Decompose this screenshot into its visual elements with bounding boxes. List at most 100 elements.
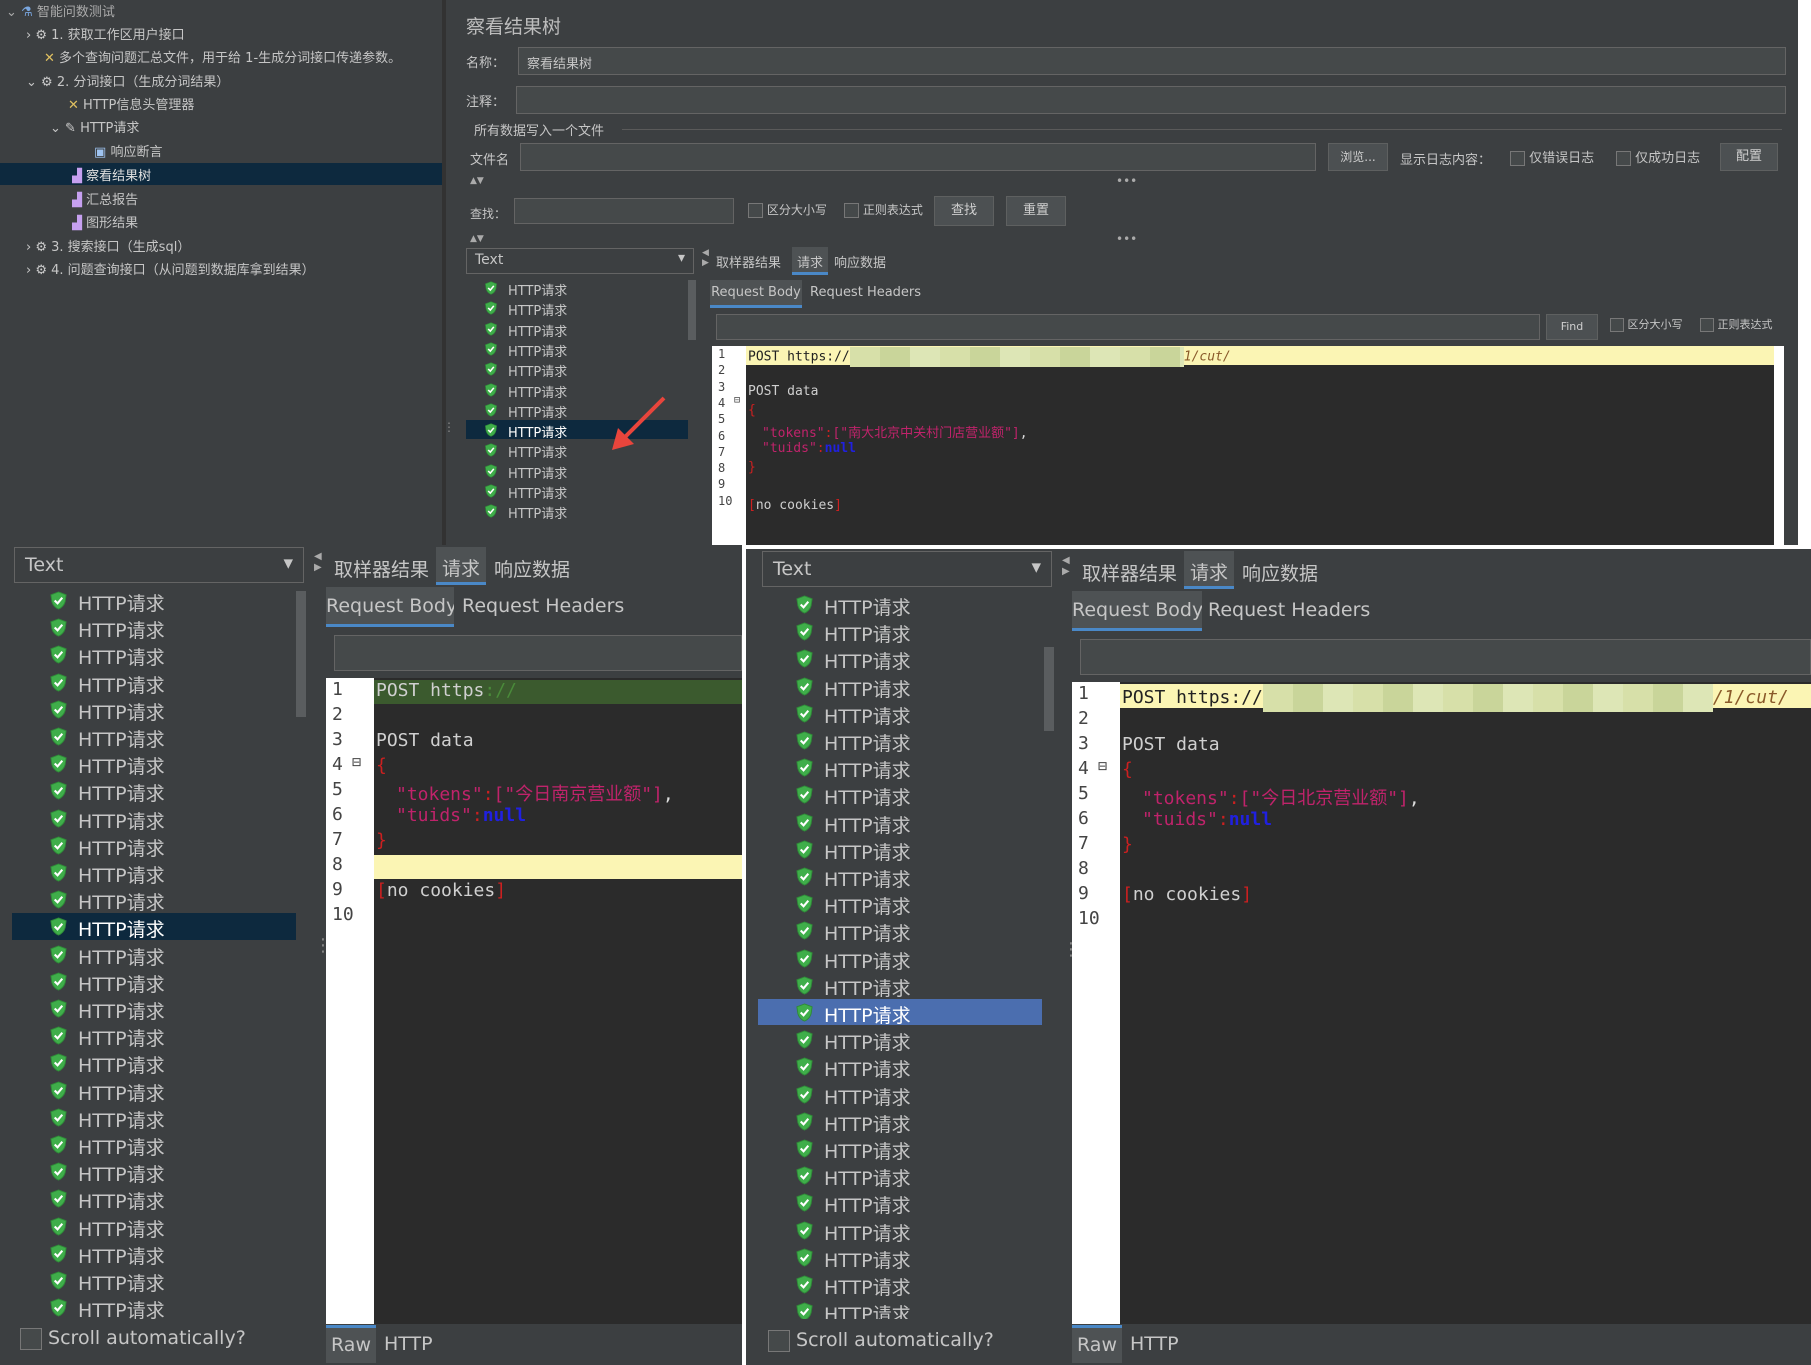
drag-handle-icon[interactable]: ⋮ xyxy=(443,420,455,434)
body-case-checkbox[interactable]: 区分大小写 xyxy=(1610,316,1683,332)
list-item[interactable]: HTTP请求 xyxy=(12,1158,296,1184)
list-item[interactable]: HTTP请求 xyxy=(12,777,296,804)
tree-item-results-tree[interactable]: ▟ 察看结果树 xyxy=(72,169,152,184)
body-find-button[interactable]: Find xyxy=(1546,314,1598,340)
list-item[interactable]: HTTP请求 xyxy=(758,591,1042,617)
subtab-request-body[interactable]: Request Body xyxy=(1072,591,1202,631)
comment-field[interactable] xyxy=(516,86,1786,114)
collapse-arrows-icon[interactable]: ◀▶ xyxy=(314,551,322,573)
subtab-request-body[interactable]: Request Body xyxy=(326,587,454,627)
subtab-request-headers[interactable]: Request Headers xyxy=(1208,599,1371,621)
list-item[interactable]: HTTP请求 xyxy=(12,1104,296,1130)
tree-item-header-manager[interactable]: ✕ HTTP信息头管理器 xyxy=(68,98,195,113)
tab-http[interactable]: HTTP xyxy=(384,1333,433,1355)
tab-response[interactable]: 响应数据 xyxy=(494,559,571,581)
list-item[interactable]: HTTP请求 xyxy=(12,723,296,749)
tree-item-http-sampler[interactable]: ⌄ ✎ HTTP请求 xyxy=(50,121,140,136)
fold-icon[interactable]: ⊟ xyxy=(734,394,741,406)
success-only-checkbox[interactable]: 仅成功日志 xyxy=(1616,147,1700,166)
list-item[interactable]: HTTP请求 xyxy=(466,461,688,480)
list-item[interactable]: HTTP请求 xyxy=(12,669,296,695)
list-item[interactable]: HTTP请求 xyxy=(12,614,296,640)
tab-response[interactable]: 响应数据 xyxy=(1242,563,1319,585)
list-item[interactable]: HTTP请求 xyxy=(466,298,688,318)
scroll-auto-checkbox[interactable]: Scroll automatically? xyxy=(20,1327,246,1350)
tab-sampler-result[interactable]: 取样器结果 xyxy=(1082,563,1178,585)
list-item[interactable]: HTTP请求 xyxy=(12,1185,296,1212)
collapse-arrows-icon[interactable]: ▲▼ xyxy=(470,176,484,186)
list-item[interactable]: HTTP请求 xyxy=(758,727,1042,753)
list-item[interactable]: HTTP请求 xyxy=(12,1131,296,1157)
request-body-editor[interactable]: POST https://1/cut/ POST data { "tokens"… xyxy=(746,346,1784,545)
list-item[interactable]: HTTP请求 xyxy=(12,886,296,912)
list-item[interactable]: HTTP请求 xyxy=(758,917,1042,944)
subtab-request-headers[interactable]: Request Headers xyxy=(462,595,625,617)
list-item[interactable]: HTTP请求 xyxy=(758,1081,1042,1107)
list-item[interactable]: HTTP请求 xyxy=(758,700,1042,726)
tab-request[interactable]: 请求 xyxy=(1184,551,1234,589)
subtab-request-headers[interactable]: Request Headers xyxy=(810,285,922,300)
list-item[interactable]: HTTP请求 xyxy=(758,972,1042,998)
chevron-right-icon[interactable]: › xyxy=(26,28,32,43)
vertical-divider[interactable] xyxy=(442,0,446,545)
collapse-arrows-icon[interactable]: ◀▶ xyxy=(1062,555,1070,577)
body-search-field[interactable] xyxy=(334,635,742,671)
list-item[interactable]: HTTP请求 xyxy=(12,859,296,885)
request-body-editor[interactable]: POST https:///1/cut/ POST data { "tokens… xyxy=(1120,682,1811,1324)
fold-icon[interactable]: ⊟ xyxy=(1098,757,1108,775)
list-item[interactable]: HTTP请求 xyxy=(466,319,688,338)
chevron-right-icon[interactable]: › xyxy=(26,263,32,278)
tree-item-group-1[interactable]: › ⚙ 1. 获取工作区用户接口 xyxy=(26,28,185,43)
tab-response[interactable]: 响应数据 xyxy=(834,256,887,271)
reset-button[interactable]: 重置 xyxy=(1006,196,1066,226)
tab-request[interactable]: 请求 xyxy=(792,247,828,275)
checkbox-box[interactable] xyxy=(1616,151,1631,166)
list-item[interactable]: HTTP请求 xyxy=(758,999,1042,1026)
list-item[interactable]: HTTP请求 xyxy=(12,1049,296,1076)
checkbox-box[interactable] xyxy=(768,1329,790,1352)
list-item[interactable]: HTTP请求 xyxy=(12,1240,296,1266)
list-item[interactable]: HTTP请求 xyxy=(758,1026,1042,1052)
list-item[interactable]: HTTP请求 xyxy=(758,836,1042,862)
list-item[interactable]: HTTP请求 xyxy=(466,501,688,521)
tab-raw[interactable]: Raw xyxy=(326,1325,376,1363)
list-item[interactable]: HTTP请求 xyxy=(466,400,688,419)
list-item[interactable]: HTTP请求 xyxy=(12,641,296,668)
chevron-down-icon[interactable]: ⌄ xyxy=(26,75,37,90)
subtab-request-body[interactable]: Request Body xyxy=(710,280,802,308)
list-item[interactable]: HTTP请求 xyxy=(12,913,296,940)
list-item[interactable]: HTTP请求 xyxy=(758,673,1042,699)
list-item[interactable]: HTTP请求 xyxy=(758,1217,1042,1243)
scroll-auto-checkbox[interactable]: Scroll automatically? xyxy=(768,1329,994,1352)
list-item[interactable]: HTTP请求 xyxy=(758,809,1042,835)
list-item[interactable]: HTTP请求 xyxy=(758,1108,1042,1134)
scrollbar-thumb[interactable] xyxy=(688,280,696,340)
body-search-field[interactable] xyxy=(716,314,1540,340)
list-item[interactable]: HTTP请求 xyxy=(466,420,688,440)
renderer-select[interactable]: Text ▾ xyxy=(762,551,1052,587)
list-item[interactable]: HTTP请求 xyxy=(466,339,688,358)
tab-request[interactable]: 请求 xyxy=(436,547,486,585)
list-item[interactable]: HTTP请求 xyxy=(758,618,1042,644)
tree-item-group-4[interactable]: › ⚙ 4. 问题查询接口（从问题到数据库拿到结果） xyxy=(26,263,315,278)
list-item[interactable]: HTTP请求 xyxy=(466,440,688,460)
checkbox-box[interactable] xyxy=(844,203,859,218)
list-item[interactable]: HTTP请求 xyxy=(758,645,1042,672)
editor-scrollbar[interactable] xyxy=(1774,346,1784,545)
body-search-field[interactable] xyxy=(1080,639,1811,675)
chevron-right-icon[interactable]: › xyxy=(26,240,32,255)
checkbox-box[interactable] xyxy=(1610,318,1624,332)
tab-sampler-result[interactable]: 取样器结果 xyxy=(334,559,430,581)
list-item[interactable]: HTTP请求 xyxy=(12,995,296,1021)
scrollbar-thumb[interactable] xyxy=(296,591,306,717)
list-item[interactable]: HTTP请求 xyxy=(12,1022,296,1048)
scrollbar-thumb[interactable] xyxy=(1044,647,1054,731)
tree-item-group-2[interactable]: ⌄ ⚙ 2. 分词接口（生成分词结果） xyxy=(26,75,230,90)
case-checkbox[interactable]: 区分大小写 xyxy=(748,201,827,218)
chevron-down-icon[interactable]: ⌄ xyxy=(50,121,61,136)
list-item[interactable]: HTTP请求 xyxy=(758,1298,1042,1319)
chevron-down-icon[interactable]: ⌄ xyxy=(6,5,17,20)
